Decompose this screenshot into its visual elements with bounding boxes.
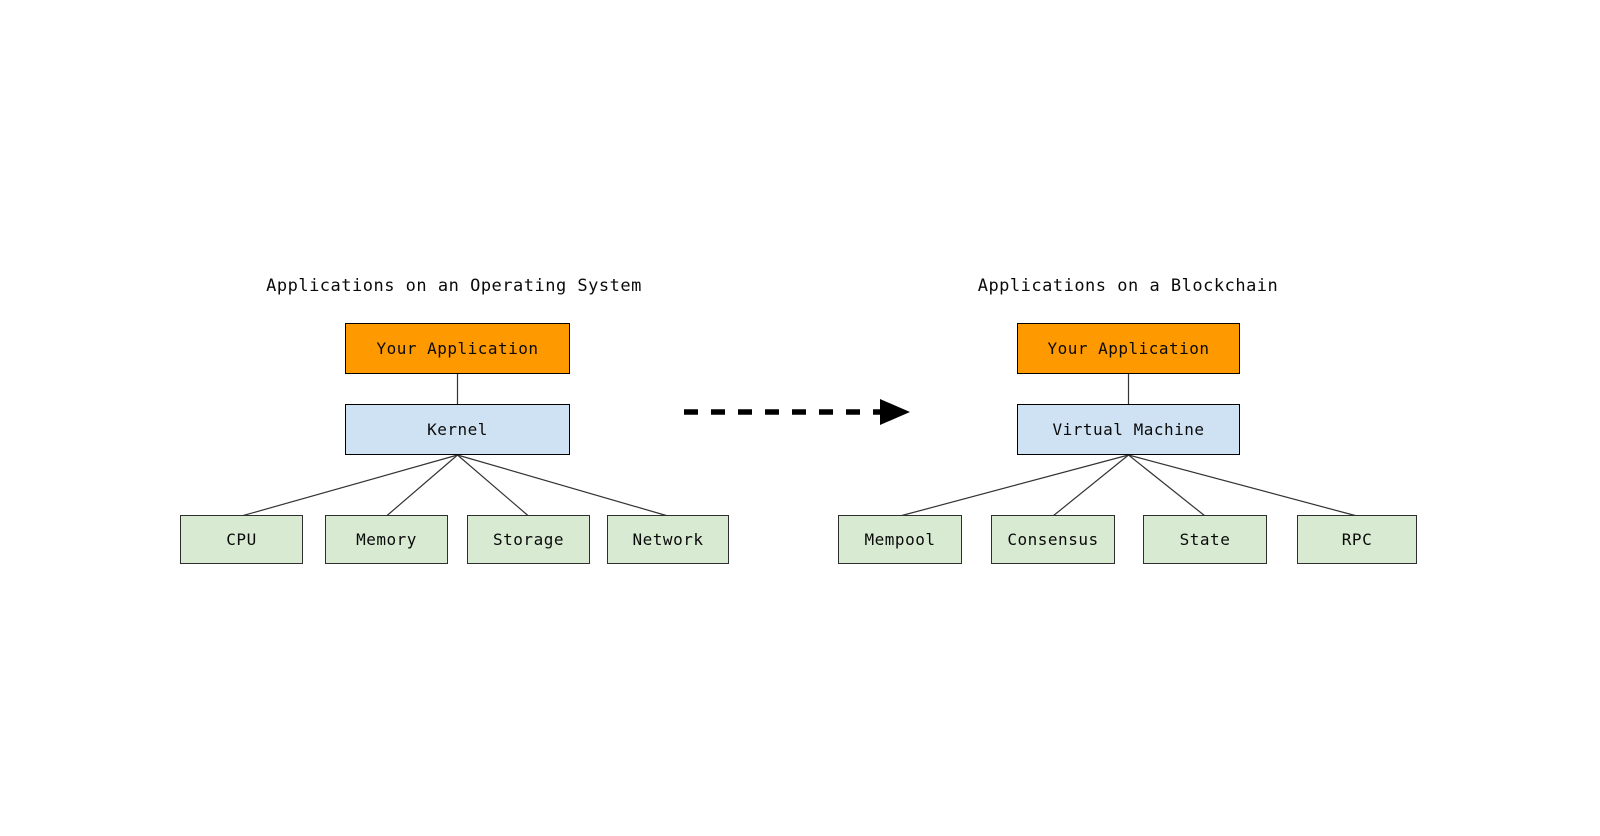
storage-box: Storage [467,515,590,564]
left-your-application-box: Your Application [345,323,570,374]
dashed-arrow-icon [684,399,910,425]
right-your-application-box: Your Application [1017,323,1240,374]
virtual-machine-box: Virtual Machine [1017,404,1240,455]
cpu-box: CPU [180,515,303,564]
network-box: Network [607,515,729,564]
consensus-box: Consensus [991,515,1115,564]
memory-box: Memory [325,515,448,564]
rpc-box: RPC [1297,515,1417,564]
right-diagram-title: Applications on a Blockchain [977,276,1279,296]
kernel-box: Kernel [345,404,570,455]
state-box: State [1143,515,1267,564]
mempool-box: Mempool [838,515,962,564]
left-diagram-title: Applications on an Operating System [266,276,642,296]
